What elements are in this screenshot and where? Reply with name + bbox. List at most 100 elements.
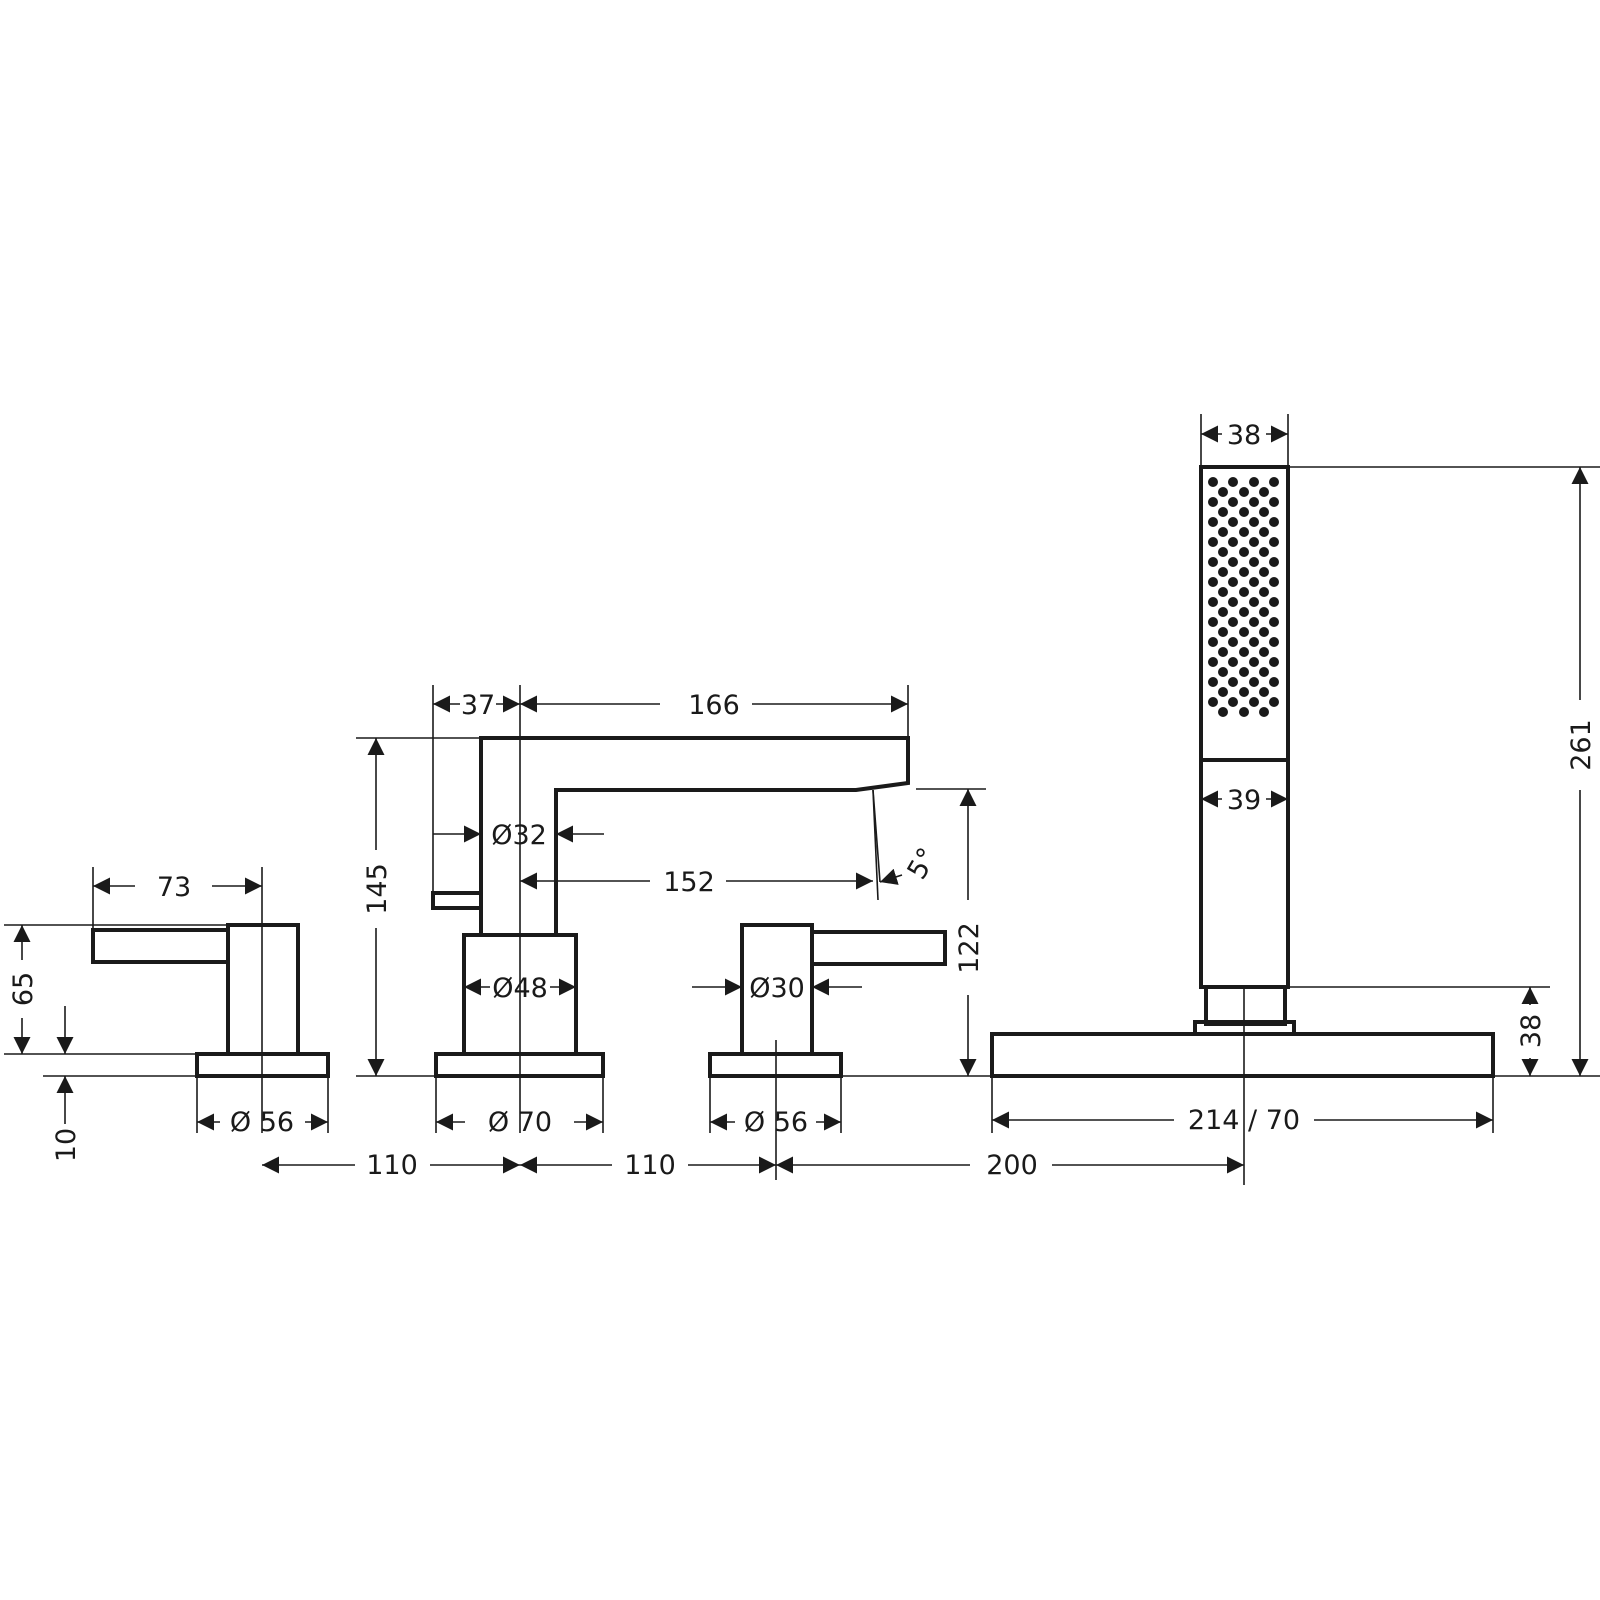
nozzle-dot [1228,537,1238,547]
extension-lines [4,414,1600,1133]
dim-spout-angle: 5° [902,843,944,885]
nozzle-dot [1249,477,1259,487]
nozzle-dot [1218,687,1228,697]
nozzle-dot [1269,497,1279,507]
nozzle-dot [1249,617,1259,627]
nozzle-dot [1228,597,1238,607]
nozzle-dot [1269,657,1279,667]
nozzle-dot [1208,537,1218,547]
right-handle-lever [810,930,947,966]
nozzle-dot [1249,497,1259,507]
nozzle-dot [1218,607,1228,617]
nozzle-dot [1249,577,1259,587]
nozzle-dot [1228,557,1238,567]
nozzle-dot [1239,527,1249,537]
nozzle-dot [1249,657,1259,667]
nozzle-dot [1269,697,1279,707]
nozzle-dot [1259,527,1269,537]
nozzle-dot [1239,667,1249,677]
dim-shower-base-size: 214 / 70 [1188,1105,1300,1136]
nozzle-dot [1259,507,1269,517]
nozzle-dot [1208,597,1218,607]
nozzle-dot [1228,617,1238,627]
dim-spout-reach-total: 166 [688,690,740,721]
nozzle-dot [1218,667,1228,677]
nozzle-dot [1239,707,1249,717]
nozzle-dot [1259,627,1269,637]
pop-up-rod [431,891,483,910]
dim-base-right-diameter: Ø 56 [744,1107,808,1138]
right-handle [708,923,947,1180]
nozzle-dot [1228,677,1238,687]
dim-spacing-1: 110 [366,1150,418,1181]
dim-spacing-2: 110 [624,1150,676,1181]
nozzle-dot [1228,577,1238,587]
nozzle-dot [1239,687,1249,697]
dim-spout-height: 145 [362,863,393,915]
nozzle-dot [1208,697,1218,707]
nozzle-dot [1269,557,1279,567]
nozzle-dot [1218,647,1228,657]
left-handle-lever [91,928,230,964]
nozzle-dot [1218,627,1228,637]
nozzle-dot [1218,567,1228,577]
nozzle-dot [1208,637,1218,647]
dim-shower-head-width: 38 [1227,420,1261,451]
shower-nozzles [1208,477,1279,717]
dim-lever-left-height: 65 [8,972,39,1006]
nozzle-dot [1259,487,1269,497]
hand-shower [990,465,1495,1185]
nozzle-dot [1208,477,1218,487]
nozzle-dot [1259,647,1269,657]
nozzle-dot [1218,587,1228,597]
shower-base-plate [990,1032,1495,1078]
left-handle [91,867,330,1133]
nozzle-dot [1259,587,1269,597]
spout-assembly [431,685,910,1133]
nozzle-dot [1228,697,1238,707]
nozzle-dot [1218,707,1228,717]
shower-holder [1204,985,1287,1026]
nozzle-dot [1249,517,1259,527]
dim-lever-left-reach: 73 [157,872,191,903]
nozzle-dot [1269,537,1279,547]
nozzle-dot [1249,677,1259,687]
nozzle-dot [1259,667,1269,677]
nozzle-dot [1269,577,1279,587]
dim-spout-offset: 37 [461,690,495,721]
nozzle-dot [1269,617,1279,627]
dim-outlet-height: 122 [954,922,985,974]
nozzle-dot [1239,607,1249,617]
nozzle-dot [1228,517,1238,527]
dim-body-diameter: Ø48 [492,973,548,1004]
dimension-labels: 73 65 10 Ø 56 145 37 166 Ø32 152 5° Ø48 … [8,420,1597,1181]
dim-spout-diameter: Ø32 [491,820,547,851]
nozzle-dot [1218,547,1228,557]
dim-spacing-3: 200 [986,1150,1038,1181]
nozzle-dot [1269,637,1279,647]
nozzle-dot [1239,567,1249,577]
nozzle-dot [1218,527,1228,537]
nozzle-dot [1269,597,1279,607]
nozzle-dot [1208,577,1218,587]
nozzle-dot [1208,517,1218,527]
nozzle-dot [1249,537,1259,547]
left-handle-body [226,923,300,1056]
dimension-lines [13,425,1589,1174]
nozzle-dot [1269,477,1279,487]
dim-shower-handle-width: 39 [1227,785,1261,816]
dim-shower-holder-height: 38 [1516,1014,1547,1048]
nozzle-dot [1259,687,1269,697]
nozzle-dot [1259,707,1269,717]
nozzle-dot [1259,547,1269,557]
nozzle-dot [1269,517,1279,527]
nozzle-dot [1249,637,1259,647]
nozzle-dot [1249,557,1259,567]
nozzle-dot [1228,497,1238,507]
nozzle-dot [1208,657,1218,667]
nozzle-dot [1269,677,1279,687]
nozzle-dot [1218,507,1228,517]
nozzle-dot [1208,497,1218,507]
